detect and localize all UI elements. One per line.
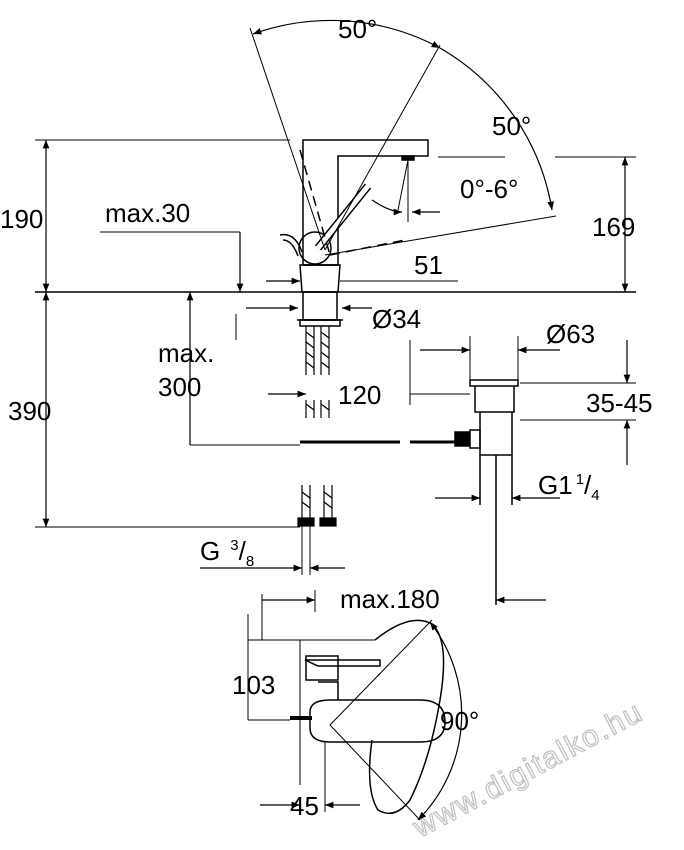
label-max: max. [158,338,214,368]
top-view [247,590,463,821]
label-51: 51 [414,250,443,280]
dimension-labels: 50° 50° 0°-6° 190 169 max.30 51 Ø34 max.… [0,14,653,821]
swivel-arc [252,19,441,49]
label-390: 390 [8,396,51,426]
swivel-ray-right [324,44,441,251]
label-spout-tilt: 0°-6° [460,174,518,204]
label-300: 300 [158,372,201,402]
lever-cartridge [298,231,332,265]
supply-hoses [297,326,337,527]
label-120: 120 [338,380,381,410]
label-d63: Ø63 [546,319,595,349]
label-103: 103 [232,670,275,700]
waste-assembly [454,379,519,605]
label-swivel-angle: 50° [338,14,377,44]
top-body [305,655,339,681]
lever-arc [439,47,554,211]
rotation-arc [417,621,463,821]
lever-sweep-outline [368,619,445,815]
label-max30: max.30 [105,198,190,228]
lever-swing-line [299,149,331,256]
label-45: 45 [290,791,319,821]
shank [302,291,338,321]
label-190: 190 [0,204,43,234]
label-lever-angle: 50° [492,111,531,141]
side-elevation [35,19,636,605]
label-d34: Ø34 [372,304,421,334]
label-max180: max.180 [340,584,440,614]
label-90: 90° [440,706,479,736]
aerator [401,155,415,161]
swivel-ray-left [249,27,326,251]
lever-hook [279,233,303,253]
label-35-45: 35-45 [586,388,653,418]
top-lever [309,699,446,743]
faucet-base [299,264,341,293]
label-169: 169 [592,212,635,242]
